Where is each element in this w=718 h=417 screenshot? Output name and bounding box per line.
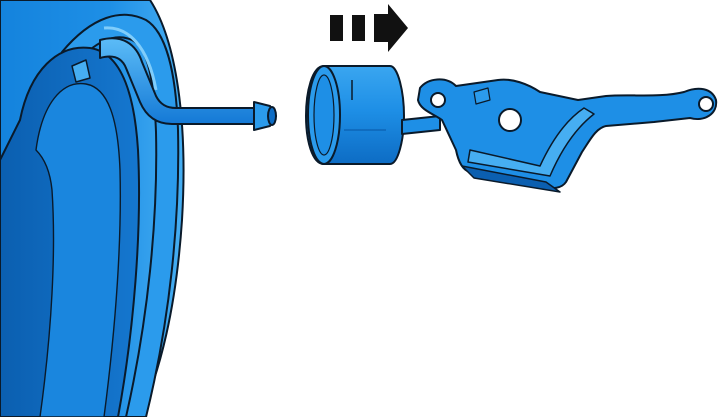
vent-pipe-icon: [71, 37, 277, 131]
install-direction-arrow-icon: [330, 4, 408, 52]
mounting-bracket-icon: [417, 78, 718, 193]
canister-icon: [305, 65, 441, 165]
tank-shell-icon: [0, 0, 185, 417]
